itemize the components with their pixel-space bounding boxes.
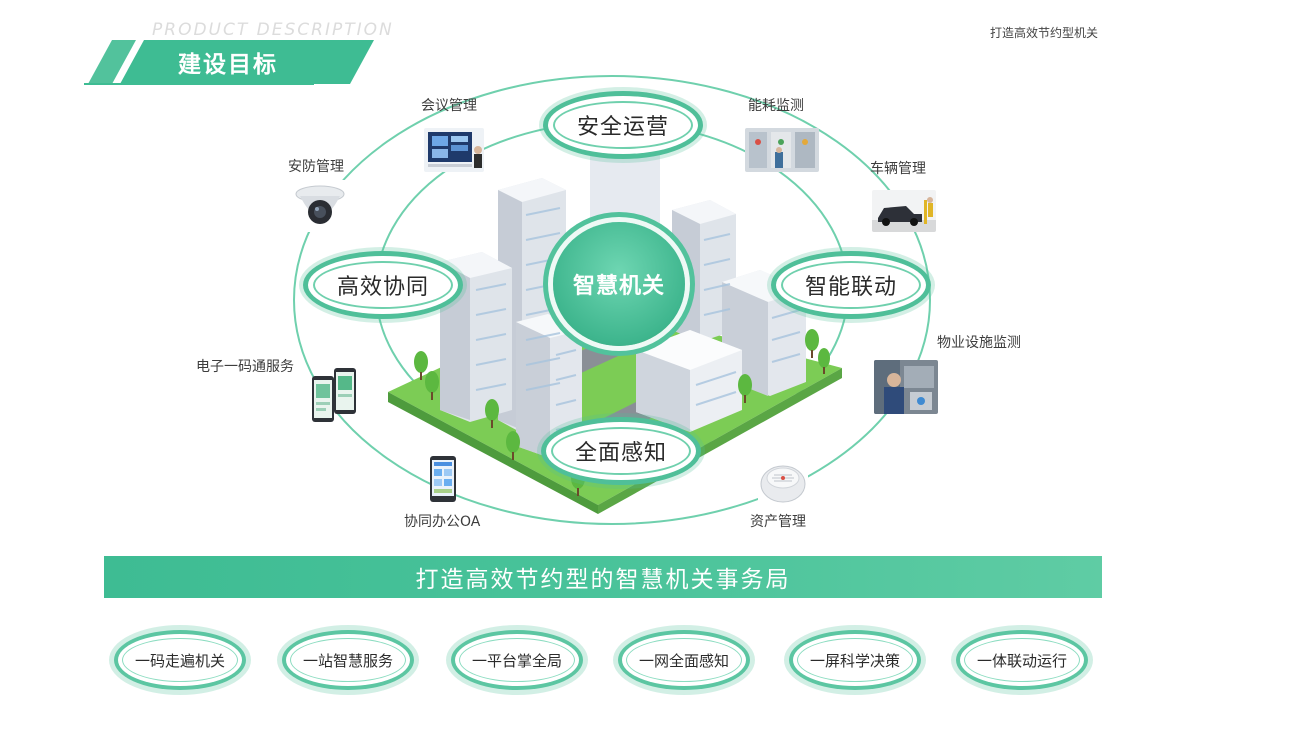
label-meeting: 会议管理 (421, 98, 477, 114)
bottom-item: 一体联动运行 (960, 634, 1084, 686)
label-asset: 资产管理 (750, 514, 806, 530)
label-energy: 能耗监测 (748, 98, 804, 114)
label-ecode: 电子一码通服务 (196, 359, 294, 375)
label-oa: 协同办公OA (404, 514, 481, 530)
city-trees (414, 329, 830, 496)
maintenance-icon (874, 360, 938, 414)
security-camera-icon (292, 180, 348, 232)
page-title: 建设目标 (178, 52, 278, 78)
pillar-bottom: 全面感知 (546, 422, 696, 480)
smoke-detector-icon (758, 456, 808, 504)
control-panel-icon (745, 128, 819, 172)
mission-banner: 打造高效节约型的智慧机关事务局 (104, 556, 1102, 598)
bottom-item: 一网全面感知 (622, 634, 746, 686)
watermark-text: PRODUCT DESCRIPTION (152, 20, 394, 40)
header-slogan: 打造高效节约型机关 (990, 26, 1099, 40)
pillar-top: 安全运营 (548, 96, 698, 154)
label-security: 安防管理 (288, 159, 344, 175)
outer-ring (293, 75, 931, 525)
city-buildings (440, 144, 806, 458)
bottom-item: 一码走遍机关 (118, 634, 242, 686)
pillar-left: 高效协同 (308, 256, 458, 314)
mission-banner-text: 打造高效节约型的智慧机关事务局 (415, 567, 791, 593)
bottom-item: 一平台掌全局 (455, 634, 579, 686)
tablet-icon (430, 456, 456, 502)
monitor-icon (424, 128, 484, 172)
label-vehicle: 车辆管理 (870, 161, 926, 177)
car-icon (872, 190, 936, 232)
smartphone-icon (312, 368, 356, 422)
bottom-item: 一站智慧服务 (286, 634, 410, 686)
label-property: 物业设施监测 (937, 335, 1021, 351)
bottom-item: 一屏科学决策 (793, 634, 917, 686)
center-node: 智慧机关 (553, 222, 685, 346)
title-banner (84, 40, 374, 85)
pillar-right: 智能联动 (776, 256, 926, 314)
